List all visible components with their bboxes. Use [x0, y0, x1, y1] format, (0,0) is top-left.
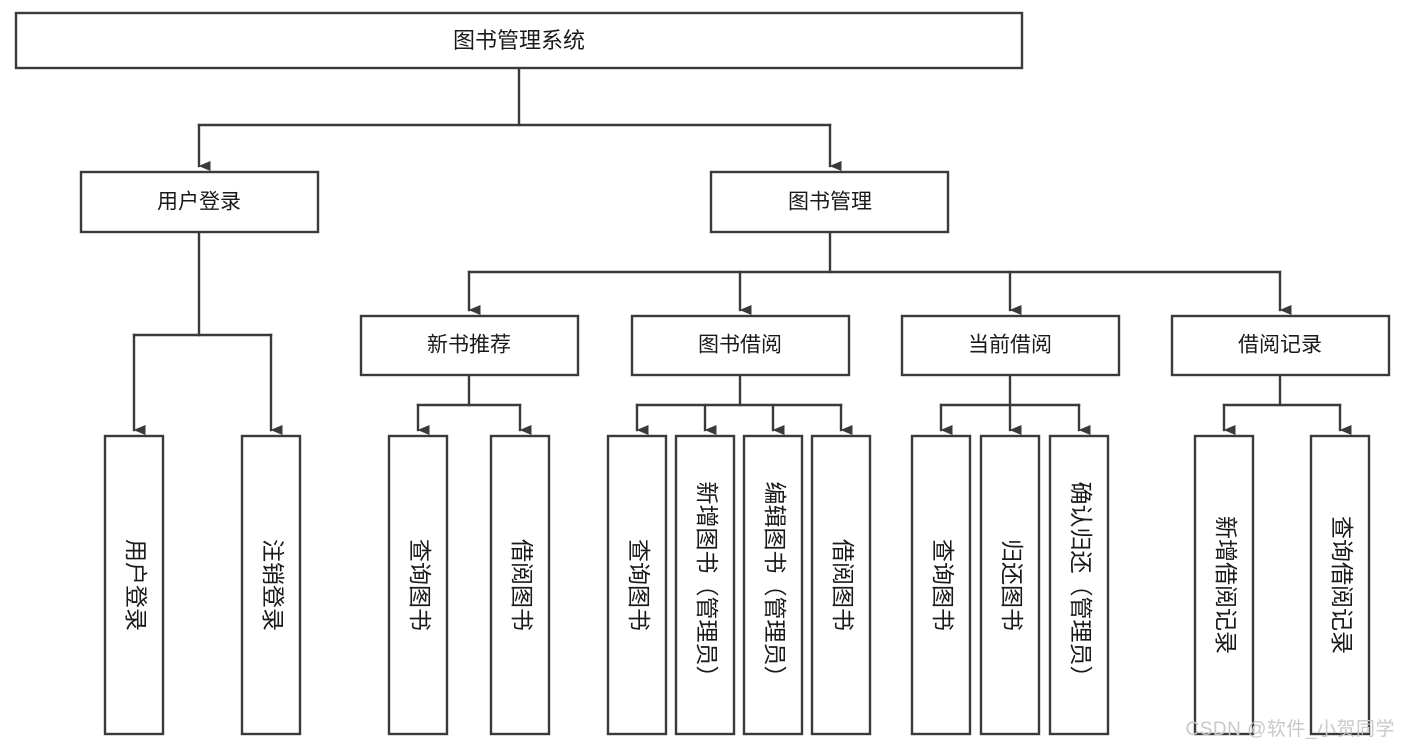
node-book-manage-box[interactable]: [709, 170, 950, 234]
node-leaf-add-borrow-record-label: 新增借阅记录: [1213, 516, 1239, 654]
node-leaf-query-book-3[interactable]: 查询图书: [910, 434, 972, 736]
node-borrow-record[interactable]: 借阅记录: [1170, 314, 1391, 377]
node-user-login[interactable]: 用户登录: [79, 170, 320, 234]
node-book-manage-label: 图书管理: [788, 191, 872, 214]
node-book-borrow-box[interactable]: [630, 314, 851, 377]
node-leaf-borrow-book-1-label: 借阅图书: [509, 539, 535, 631]
node-leaf-query-book-3-label: 查询图书: [930, 539, 956, 631]
node-leaf-add-book-admin-label: 新增图书（管理员）: [694, 482, 720, 689]
connectors: [132, 66, 1352, 435]
node-current-borrow-box[interactable]: [900, 314, 1121, 377]
node-leaf-edit-book-admin[interactable]: 编辑图书（管理员）: [742, 434, 804, 736]
node-leaf-user-login[interactable]: 用户登录: [103, 434, 165, 736]
node-leaf-query-book-1-box[interactable]: [387, 434, 449, 736]
node-leaf-return-book-label: 归还图书: [999, 539, 1025, 631]
node-book-manage[interactable]: 图书管理: [709, 170, 950, 234]
node-leaf-query-borrow-record[interactable]: 查询借阅记录: [1309, 434, 1371, 736]
node-leaf-confirm-return-admin-label: 确认归还（管理员）: [1068, 482, 1094, 689]
node-leaf-borrow-book-1[interactable]: 借阅图书: [489, 434, 551, 736]
node-leaf-borrow-book-2-label: 借阅图书: [830, 539, 856, 631]
node-user-login-label: 用户登录: [157, 191, 241, 214]
node-leaf-add-borrow-record-box[interactable]: [1193, 434, 1255, 736]
node-leaf-query-book-2-box[interactable]: [606, 434, 668, 736]
node-leaf-query-book-3-box[interactable]: [910, 434, 972, 736]
node-leaf-query-borrow-record-box[interactable]: [1309, 434, 1371, 736]
node-new-book-recommend-box[interactable]: [359, 314, 580, 377]
node-book-borrow-label: 图书借阅: [698, 334, 782, 357]
node-leaf-confirm-return-admin-box[interactable]: [1048, 434, 1110, 736]
node-leaf-query-book-2-label: 查询图书: [626, 539, 652, 631]
node-leaf-edit-book-admin-box[interactable]: [742, 434, 804, 736]
node-book-borrow[interactable]: 图书借阅: [630, 314, 851, 377]
node-leaf-query-borrow-record-label: 查询借阅记录: [1329, 516, 1355, 654]
node-leaf-user-login-label: 用户登录: [123, 539, 149, 631]
node-leaf-add-borrow-record[interactable]: 新增借阅记录: [1193, 434, 1255, 736]
node-current-borrow[interactable]: 当前借阅: [900, 314, 1121, 377]
node-root-label: 图书管理系统: [453, 28, 585, 53]
node-leaf-edit-book-admin-label: 编辑图书（管理员）: [762, 482, 788, 689]
node-leaf-query-book-1-label: 查询图书: [407, 539, 433, 631]
node-leaf-borrow-book-1-box[interactable]: [489, 434, 551, 736]
node-borrow-record-label: 借阅记录: [1238, 334, 1322, 357]
node-leaf-user-login-box[interactable]: [103, 434, 165, 736]
node-leaf-query-book-2[interactable]: 查询图书: [606, 434, 668, 736]
watermark: CSDN @软件_小贺同学: [1185, 719, 1395, 740]
node-leaf-query-book-1[interactable]: 查询图书: [387, 434, 449, 736]
node-root-box[interactable]: [14, 11, 1024, 70]
node-current-borrow-label: 当前借阅: [968, 334, 1052, 357]
node-leaf-return-book[interactable]: 归还图书: [979, 434, 1041, 736]
node-new-book-recommend[interactable]: 新书推荐: [359, 314, 580, 377]
node-leaf-logout[interactable]: 注销登录: [240, 434, 302, 736]
node-leaf-logout-label: 注销登录: [260, 539, 286, 631]
node-leaf-add-book-admin[interactable]: 新增图书（管理员）: [674, 434, 736, 736]
node-leaf-borrow-book-2-box[interactable]: [810, 434, 872, 736]
node-user-login-box[interactable]: [79, 170, 320, 234]
node-root-system[interactable]: 图书管理系统: [14, 11, 1024, 70]
node-borrow-record-box[interactable]: [1170, 314, 1391, 377]
node-leaf-borrow-book-2[interactable]: 借阅图书: [810, 434, 872, 736]
node-leaf-logout-box[interactable]: [240, 434, 302, 736]
node-leaf-confirm-return-admin[interactable]: 确认归还（管理员）: [1048, 434, 1110, 736]
node-new-book-recommend-label: 新书推荐: [427, 334, 511, 357]
node-leaf-return-book-box[interactable]: [979, 434, 1041, 736]
node-leaf-add-book-admin-box[interactable]: [674, 434, 736, 736]
